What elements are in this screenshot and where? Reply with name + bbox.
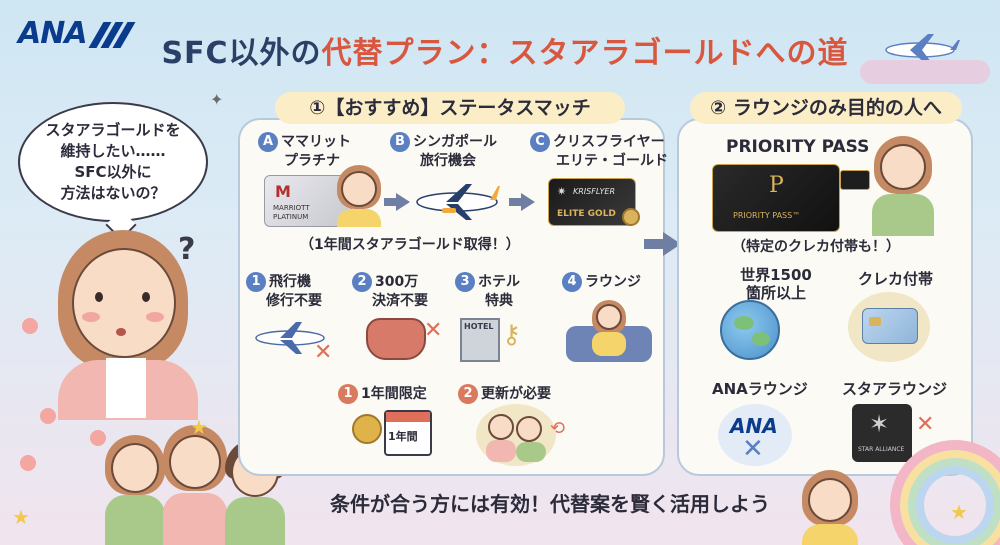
- cross-icon: ✕: [742, 434, 764, 464]
- singapore-airplane-icon: [416, 184, 500, 220]
- flower-decoration: [40, 408, 56, 424]
- arrow-right-icon: [396, 193, 410, 211]
- small-card-icon: [840, 170, 870, 190]
- star-alliance-logo: ✶ STAR ALLIANCE: [852, 404, 912, 462]
- star-icon: ★: [950, 500, 968, 524]
- renewal-couple-illustration: [476, 404, 556, 466]
- marriott-m-icon: M: [275, 182, 291, 201]
- lounge-relax-illustration: [566, 300, 652, 364]
- cross-icon: ✕: [424, 318, 443, 343]
- krisflyer-bird-icon: ✷: [557, 185, 567, 198]
- hotel-building-icon: HOTEL: [460, 318, 500, 362]
- rainbow-decoration: [890, 440, 1000, 545]
- woman-with-card-illustration: [868, 136, 938, 236]
- priority-pass-card: P PRIORITY PASS™: [712, 164, 840, 232]
- credit-card-note: （特定のクレカ付帯も！）: [732, 239, 900, 255]
- globe-icon: [720, 300, 780, 360]
- feature-locations-label: 世界1500 箇所以上: [740, 266, 812, 302]
- refresh-icon: ⟲: [550, 418, 566, 439]
- status-match-heading: ①【おすすめ】ステータスマッチ: [275, 92, 625, 124]
- footer-message: 条件が合う方には有効！代替案を賢く活用しよう: [330, 492, 770, 516]
- worried-woman-illustration: [40, 230, 220, 420]
- ana-logo: ANA: [18, 14, 138, 54]
- calendar-icon: 1年間: [384, 410, 432, 456]
- lounge-only-heading: ② ラウンジのみ目的の人へ: [690, 92, 962, 124]
- airplane-icon: [255, 322, 325, 354]
- ana-lounge-label: ANAラウンジ: [712, 380, 808, 398]
- coin-purse-icon: [366, 318, 426, 360]
- key-icon: ⚷: [502, 320, 522, 350]
- star-alliance-lounge-label: スタアラウンジ: [842, 380, 948, 398]
- feature-card-label: クレカ付帯: [858, 270, 934, 288]
- flower-decoration: [90, 430, 106, 446]
- priority-pass-title: PRIORITY PASS: [726, 137, 870, 157]
- ana-lounge-icon: ANA ✕: [718, 404, 792, 466]
- sparkle-icon: ✦: [210, 90, 224, 109]
- speech-bubble: スタアラゴールドを 維持したい…… SFC以外に 方法はないの？: [18, 102, 208, 222]
- happy-woman-illustration: [800, 470, 860, 545]
- acquisition-note: （1年間スタアラゴールド取得！）: [300, 237, 520, 253]
- gold-medal-icon: [622, 208, 640, 226]
- credit-card-icon: [862, 308, 918, 344]
- flower-decoration: [22, 318, 38, 334]
- cross-icon: ✕: [314, 340, 333, 365]
- woman-with-card-illustration: [335, 165, 383, 227]
- airplane-icon: [885, 34, 960, 66]
- cross-icon: ✕: [916, 412, 935, 437]
- arrow-right-icon: [521, 193, 535, 211]
- krisflyer-card: ✷ KRISFLYER ELITE GOLD: [548, 178, 636, 226]
- star-icon: ★: [12, 505, 30, 529]
- cloud-decoration: [860, 60, 990, 84]
- flower-decoration: [20, 455, 36, 471]
- star-alliance-star-icon: ✶: [869, 410, 890, 438]
- star-icon: ★: [190, 415, 208, 439]
- page-title: SFC以外の代替プラン：スタアラゴールドへの道: [161, 36, 849, 71]
- question-mark-icon: ?: [178, 232, 196, 267]
- coin-icon: [352, 414, 382, 444]
- arrow-right-icon: [663, 232, 681, 256]
